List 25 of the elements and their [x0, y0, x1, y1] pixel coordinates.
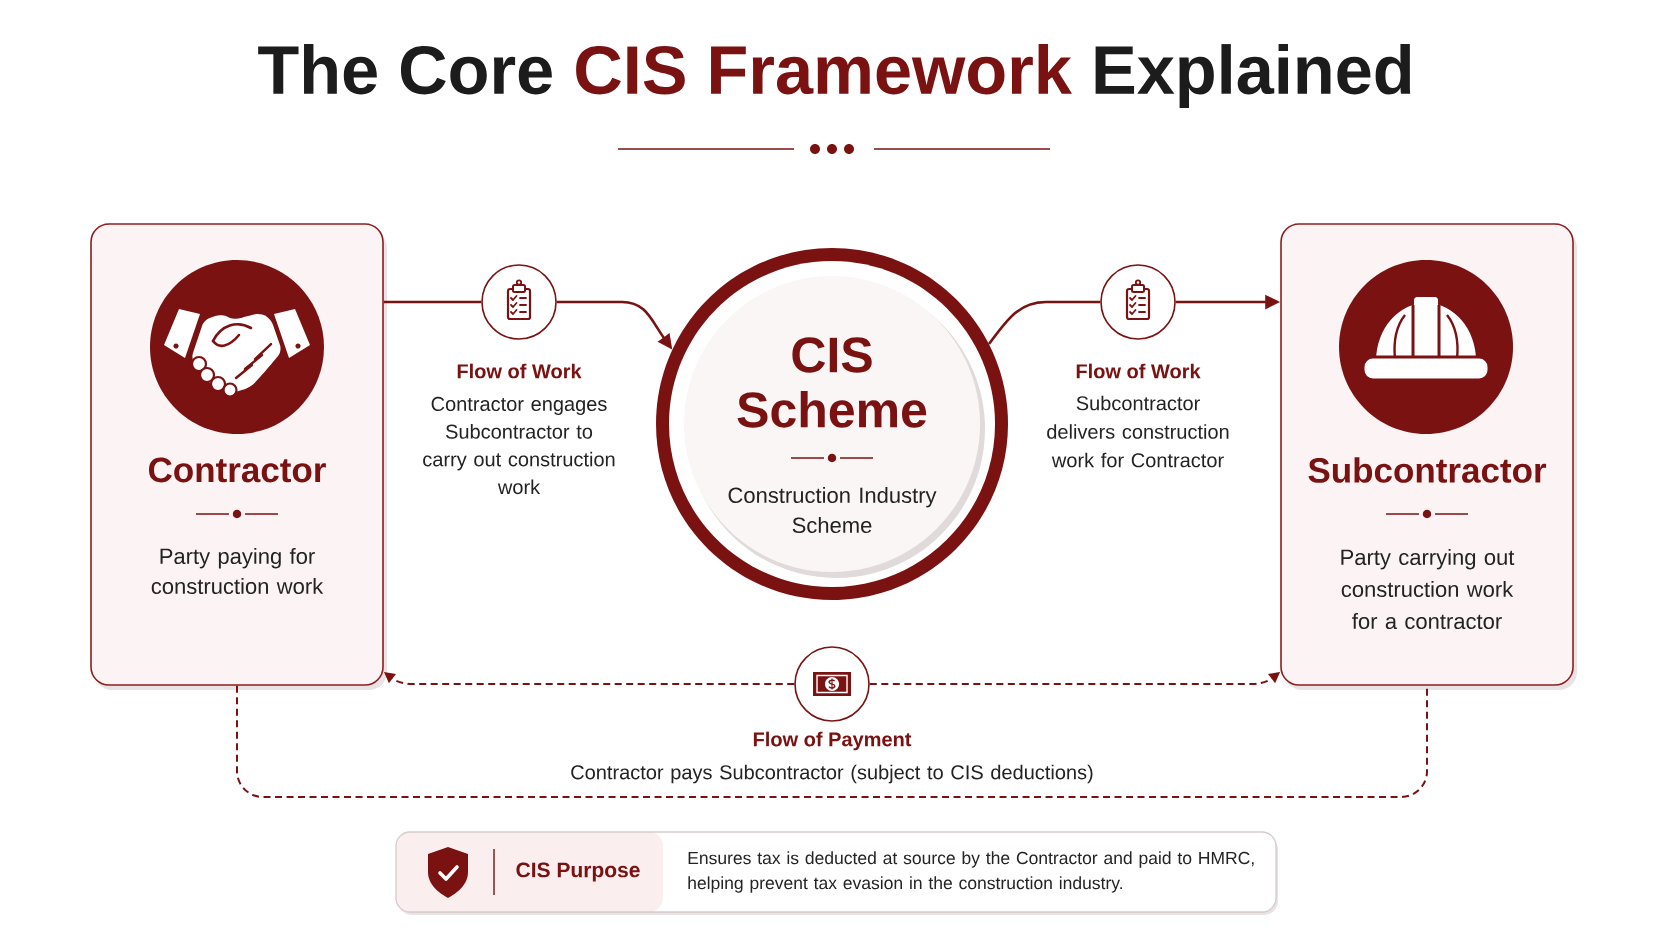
clipboard-icon [1100, 264, 1176, 340]
title: The Core CIS Framework Explained [258, 44, 1411, 108]
description: Construction Industry Scheme [728, 486, 937, 534]
description: Party paying for construction work [151, 547, 324, 595]
description: Ensures tax is deducted at source by the Contractor and paid to HMRC, helping prevent tax evasion in the construction industry. [688, 851, 1254, 893]
banknote-icon [794, 646, 870, 722]
description: Contractor engages Subcontractor to carry out construction work [423, 396, 615, 495]
connector-line [236, 684, 1428, 798]
connector-line [383, 300, 482, 304]
info-bar [395, 831, 1278, 915]
heading: Contractor [149, 457, 326, 483]
card [90, 223, 387, 690]
card [1280, 223, 1577, 690]
heading: CIS Purpose [516, 862, 640, 882]
description: Contractor pays Subcontractor (subject to CIS deductions) [571, 764, 1093, 784]
description: Party carrying out construction work for a contractor [1341, 548, 1515, 630]
description: Subcontractor delivers construction work for Contractor [1047, 395, 1229, 468]
heading: CIS Scheme [737, 337, 927, 428]
heading: Flow of Work [457, 363, 582, 379]
ring-circle [656, 248, 1008, 600]
heading: Subcontractor [1308, 457, 1547, 483]
connector-line [987, 300, 1101, 345]
heading: Flow of Payment [753, 731, 912, 751]
clipboard-icon [481, 264, 557, 340]
heading: Flow of Work [1076, 363, 1201, 379]
